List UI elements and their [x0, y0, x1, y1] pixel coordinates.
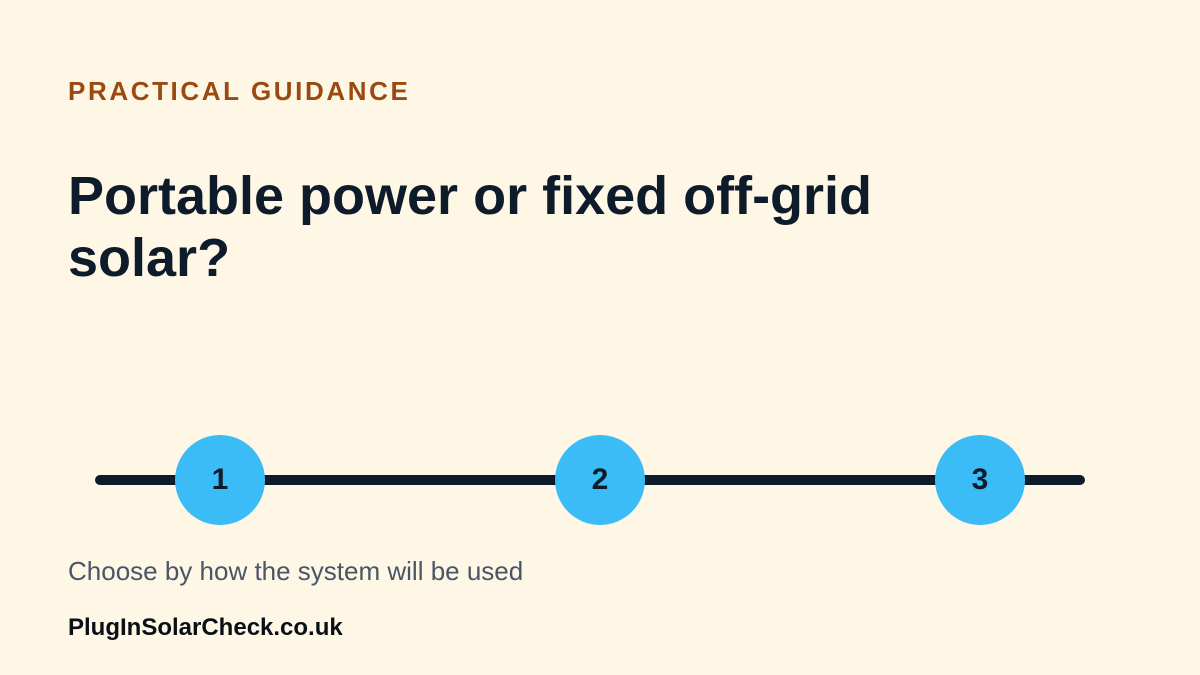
eyebrow-label: PRACTICAL GUIDANCE — [68, 76, 411, 106]
step-marker-1: 1 — [175, 435, 265, 525]
brand-name: PlugInSolarCheck.co.uk — [68, 614, 343, 641]
step-marker-2: 2 — [555, 435, 645, 525]
step-marker-3: 3 — [935, 435, 1025, 525]
page-title: Portable power or fixed off-grid solar? — [68, 166, 873, 288]
caption-text: Choose by how the system will be used — [68, 556, 524, 586]
